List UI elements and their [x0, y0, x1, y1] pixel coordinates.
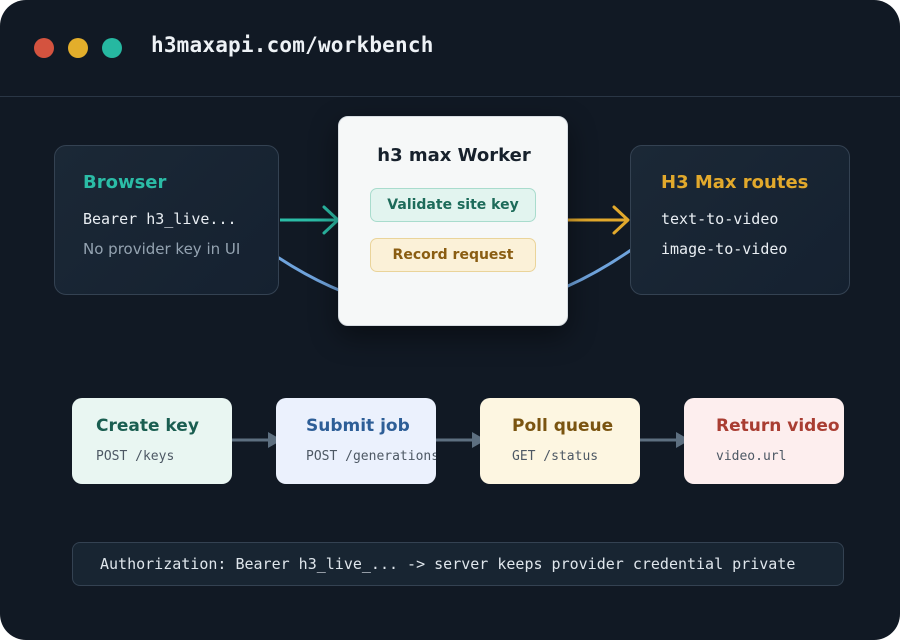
- route-text-to-video: text-to-video: [661, 210, 779, 228]
- address-text: h3maxapi.com/workbench: [151, 33, 434, 57]
- worker-title: h3 max Worker: [377, 145, 531, 166]
- minimize-window-button[interactable]: [68, 38, 88, 58]
- browser-auth-line: Bearer h3_live...: [83, 210, 237, 228]
- step-title: Submit job: [306, 416, 410, 436]
- route-image-to-video: image-to-video: [661, 240, 788, 258]
- worker-to-routes-arrowhead: [612, 205, 630, 235]
- record-request-pill: Record request: [370, 238, 536, 272]
- step-endpoint: GET /status: [512, 449, 599, 464]
- step-title: Create key: [96, 416, 199, 436]
- validate-site-key-pill: Validate site key: [370, 188, 536, 222]
- title-bar: h3maxapi.com/workbench: [0, 0, 900, 97]
- step-title: Poll queue: [512, 416, 614, 436]
- step-endpoint: video.url: [716, 449, 787, 464]
- zoom-window-button[interactable]: [102, 38, 122, 58]
- step-title: Return video: [716, 416, 840, 436]
- step-connector-3-head: [676, 432, 690, 448]
- browser-node: Browser Bearer h3_live... No provider ke…: [54, 145, 279, 295]
- routes-node: H3 Max routes text-to-video image-to-vid…: [630, 145, 850, 295]
- step-connector-1-head: [268, 432, 282, 448]
- authorization-text: Authorization: Bearer h3_live_... -> ser…: [100, 555, 796, 573]
- step-endpoint: POST /generations: [306, 449, 436, 464]
- worker-node: h3 max Worker Validate site key Record r…: [338, 116, 568, 326]
- step-endpoint: POST /keys: [96, 449, 175, 464]
- step-submit-job: Submit job POST /generations: [276, 398, 436, 484]
- browser-title: Browser: [83, 172, 167, 193]
- step-connector-2-head: [472, 432, 486, 448]
- step-create-key: Create key POST /keys: [72, 398, 232, 484]
- close-window-button[interactable]: [34, 38, 54, 58]
- step-return-video: Return video video.url: [684, 398, 844, 484]
- authorization-banner: Authorization: Bearer h3_live_... -> ser…: [72, 542, 844, 586]
- step-poll-queue: Poll queue GET /status: [480, 398, 640, 484]
- browser-note-line: No provider key in UI: [83, 240, 241, 258]
- routes-title: H3 Max routes: [661, 172, 809, 193]
